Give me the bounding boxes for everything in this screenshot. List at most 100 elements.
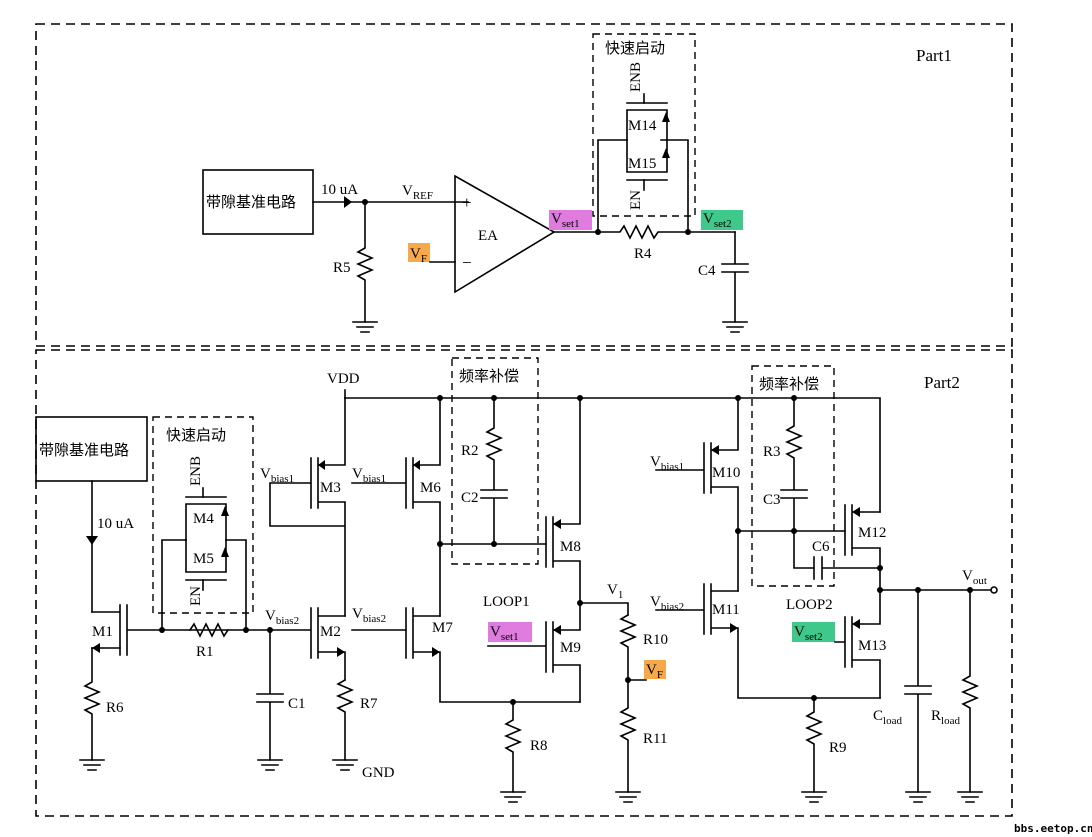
m4-label: M4	[193, 511, 214, 527]
m7-transistor	[351, 607, 581, 703]
c3-label: C3	[763, 492, 781, 508]
c4-capacitor	[721, 231, 749, 323]
r8-resistor	[503, 701, 523, 793]
ground-icon	[257, 759, 283, 771]
m3-transistor	[269, 397, 346, 617]
ground-icon	[332, 759, 358, 771]
vdd-label: VDD	[327, 371, 360, 387]
vf-label-part2: VF	[646, 662, 663, 681]
vset1-highlight-part1	[549, 210, 592, 230]
vset1-label-part1: Vset1	[551, 211, 580, 230]
r9-resistor	[804, 697, 824, 793]
vset2-highlight-part1	[701, 210, 743, 230]
r5-resistor	[355, 201, 375, 323]
m2-transistor	[269, 607, 346, 681]
m14-label: M14	[628, 118, 657, 134]
ea-plus: +	[462, 193, 472, 212]
freq-comp-frame-right	[751, 365, 835, 587]
part2-frame	[35, 349, 1013, 817]
vbias1-label-m3: Vbias1	[260, 466, 294, 485]
r9-label: R9	[829, 740, 847, 756]
m12-label: M12	[858, 525, 886, 541]
vset2-label-part1: Vset2	[703, 211, 732, 230]
r10-r11-divider	[618, 613, 638, 793]
m1-label: M1	[92, 624, 113, 640]
m13-label: M13	[858, 638, 886, 654]
m13-transistor	[834, 589, 881, 699]
fast-start-label-part2: 快速启动	[166, 426, 226, 444]
m2-label: M2	[320, 624, 341, 640]
r7-resistor	[335, 678, 355, 761]
v1-label: V1	[607, 582, 623, 601]
bandgap-label-part1: 带隙基准电路	[206, 193, 296, 211]
vf-label-part1: VF	[410, 246, 427, 265]
vbias2-label-m7: Vbias2	[352, 606, 386, 625]
c2-label: C2	[461, 490, 479, 506]
r4-resistor	[553, 224, 736, 240]
ea-label: EA	[478, 228, 498, 244]
m7-label: M7	[432, 620, 453, 636]
freq-comp-label-left: 频率补偿	[459, 367, 519, 385]
r3-c3-branch	[780, 397, 808, 532]
m10-label: M10	[712, 465, 740, 481]
m5-label: M5	[193, 551, 214, 567]
m12-transistor	[844, 504, 881, 591]
r6-label: R6	[106, 700, 124, 716]
ground-icon	[801, 791, 827, 803]
r7-label: R7	[360, 696, 378, 712]
r2-c2-branch	[480, 397, 508, 545]
ea-minus: −	[462, 253, 472, 272]
en-label-part2: EN	[188, 586, 204, 606]
error-amplifier	[454, 174, 556, 294]
cload-capacitor	[904, 589, 932, 793]
m9-label: M9	[560, 640, 581, 656]
m11-label: M11	[712, 602, 740, 618]
rload-resistor	[960, 589, 980, 793]
m4-transistor	[185, 496, 227, 541]
ground-icon	[957, 791, 983, 803]
fast-start-label-part1: 快速启动	[605, 39, 665, 57]
m8-transistor	[545, 397, 581, 604]
m3-label: M3	[320, 480, 341, 496]
c6-label: C6	[812, 539, 830, 555]
r2-label: R2	[461, 443, 479, 459]
gnd-label: GND	[362, 765, 395, 781]
r4-label: R4	[634, 246, 652, 262]
current-label-part1: 10 uA	[321, 182, 358, 198]
c1-label: C1	[288, 696, 306, 712]
loop1-label: LOOP1	[483, 594, 530, 610]
m1-transistor	[91, 604, 271, 656]
c4-label: C4	[698, 263, 716, 279]
vf-highlight-part2	[644, 660, 666, 679]
m8-label: M8	[560, 539, 581, 555]
r5-label: R5	[333, 260, 351, 276]
vout-terminal	[990, 586, 998, 594]
c1-capacitor	[256, 629, 284, 761]
vset2-highlight-part2	[792, 622, 835, 642]
r10-label: R10	[643, 632, 668, 648]
cload-label: Cload	[873, 708, 902, 727]
m15-label: M15	[628, 156, 656, 172]
r6-resistor	[82, 647, 102, 761]
enb-label-part2: ENB	[188, 456, 204, 486]
ground-icon	[500, 791, 526, 803]
rload-label: Rload	[931, 708, 960, 727]
m9-transistor	[487, 602, 581, 703]
freq-comp-label-right: 频率补偿	[759, 375, 819, 393]
freq-comp-frame-left	[451, 357, 539, 565]
m11-transistor	[655, 583, 881, 699]
r1-label: R1	[196, 644, 214, 660]
current-arrow-icon	[86, 536, 98, 545]
vset2-label-part2: Vset2	[794, 624, 823, 643]
r3-label: R3	[763, 444, 781, 460]
enb-label-part1: ENB	[628, 62, 644, 92]
m6-label: M6	[420, 480, 441, 496]
vset1-label-part2: Vset1	[490, 624, 519, 643]
current-arrow-icon	[344, 196, 352, 208]
current-label-part2: 10 uA	[97, 516, 134, 532]
vdd-rail	[344, 397, 881, 513]
m14-transistor	[626, 102, 668, 141]
ground-icon	[615, 791, 641, 803]
ground-icon	[722, 321, 748, 333]
